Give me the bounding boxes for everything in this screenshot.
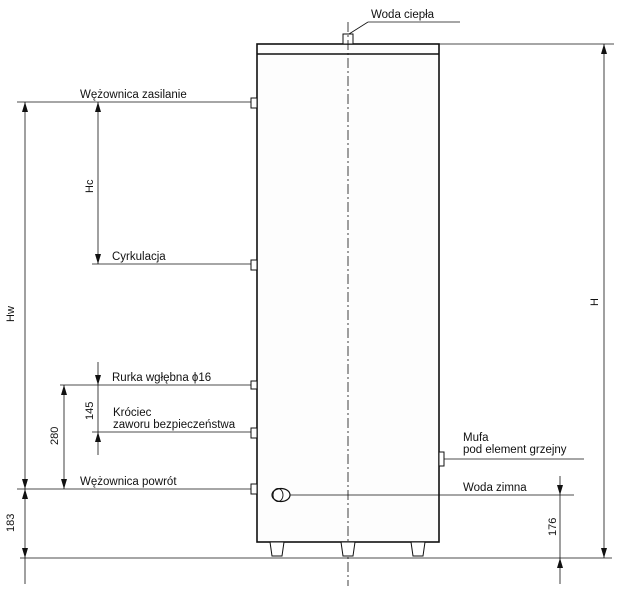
dim-280 xyxy=(61,385,67,489)
dim-hc xyxy=(95,102,101,264)
label-hot-water: Woda ciepła xyxy=(371,9,435,21)
circulation-connector xyxy=(250,259,258,271)
label-coil-supply: Wężownica zasilanie xyxy=(80,89,187,101)
dim-183 xyxy=(22,489,28,584)
safety-valve-connector xyxy=(250,427,258,439)
label-hw: Hw xyxy=(5,306,17,322)
label-safety-valve-2: zaworu bezpieczeństwa xyxy=(113,419,236,431)
heater-sleeve-connector xyxy=(438,451,445,467)
label-145: 145 xyxy=(84,402,96,420)
coil-return-connector xyxy=(250,483,258,495)
label-183: 183 xyxy=(5,514,17,532)
label-immersion-tube: Rurka wgłębna ϕ16 xyxy=(112,372,211,384)
label-h: H xyxy=(589,298,601,306)
dim-hw xyxy=(22,102,28,489)
label-hc: Hc xyxy=(84,179,96,193)
label-176: 176 xyxy=(547,518,559,536)
label-heater-sleeve-1: Mufa xyxy=(463,432,489,444)
label-280: 280 xyxy=(49,427,61,445)
tank-feet xyxy=(269,541,426,557)
label-safety-valve-1: Króciec xyxy=(113,407,152,419)
label-coil-return: Wężownica powrót xyxy=(80,476,177,488)
coil-supply-connector xyxy=(250,97,258,109)
dim-145 xyxy=(95,362,101,455)
dim-h xyxy=(601,44,607,558)
immersion-tube-connector xyxy=(250,380,258,390)
label-circulation: Cyrkulacja xyxy=(112,251,166,263)
label-cold-water: Woda zimna xyxy=(463,482,527,494)
dim-176 xyxy=(557,476,563,584)
label-heater-sleeve-2: pod element grzejny xyxy=(463,444,567,456)
hot-water-leader xyxy=(348,21,369,35)
